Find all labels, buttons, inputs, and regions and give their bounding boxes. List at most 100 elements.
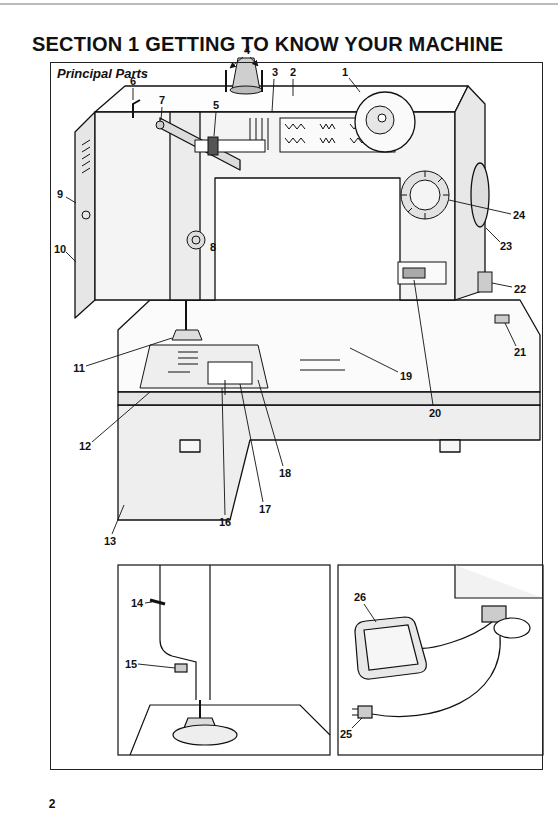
bobbin-winder-spindle	[156, 121, 164, 129]
callout-number: 5	[213, 100, 219, 111]
bed-lines	[300, 360, 345, 370]
leader-line	[364, 604, 376, 622]
leader-line	[486, 228, 500, 242]
callout-number: 9	[57, 189, 63, 200]
callout-number: 25	[340, 729, 352, 740]
callout-number: 4	[244, 45, 250, 56]
leader-line	[272, 79, 274, 112]
bed-top	[118, 300, 540, 392]
callout-number: 12	[79, 441, 91, 452]
foot-pedal	[364, 625, 418, 670]
socket-panel	[398, 262, 446, 284]
thread-cutter	[175, 664, 187, 672]
leader-lines	[66, 57, 516, 728]
power-switch	[478, 272, 492, 292]
stitch-width-slot	[195, 140, 265, 152]
callout-number: 16	[219, 517, 231, 528]
spool-base	[230, 86, 262, 94]
leader-line	[222, 388, 225, 515]
plug-prongs	[352, 709, 358, 715]
head-outline	[160, 565, 196, 700]
leader-line	[86, 338, 172, 366]
callout-number: 7	[159, 95, 165, 106]
inset-foot-control	[338, 565, 543, 755]
pattern-dial-center	[410, 180, 440, 210]
leader-line	[133, 88, 134, 100]
callout-number: 6	[130, 76, 136, 87]
machine-body	[75, 86, 540, 520]
plate-marks	[168, 372, 225, 395]
callout-number: 10	[54, 244, 66, 255]
callout-number: 19	[400, 371, 412, 382]
leader-line	[138, 664, 175, 668]
thread-guide	[133, 100, 140, 118]
needle-bar	[199, 700, 201, 718]
leader-line	[414, 280, 433, 405]
bed-lever	[495, 315, 509, 323]
callout-number: 1	[342, 67, 348, 78]
leader-line	[492, 283, 512, 287]
machine-foot	[440, 440, 460, 452]
leader-line	[214, 112, 216, 136]
leader-line	[352, 718, 362, 728]
bed-outline	[130, 705, 330, 755]
power-socket	[403, 268, 425, 278]
presser-foot-lever	[150, 600, 165, 604]
control-cord	[418, 622, 492, 648]
leader-line	[258, 380, 283, 466]
clutch-hole	[378, 114, 386, 122]
leader-line	[350, 348, 398, 372]
leader-line	[66, 197, 76, 203]
leader-line	[349, 78, 360, 92]
callout-number: 11	[73, 363, 85, 374]
callout-number: 3	[272, 67, 278, 78]
head-outline	[209, 565, 210, 700]
callout-number: 13	[104, 536, 116, 547]
inset-presser-lever	[118, 565, 330, 755]
needle-plate	[140, 345, 268, 388]
leader-line	[161, 107, 162, 120]
leader-line	[145, 602, 152, 603]
callout-number: 26	[354, 592, 366, 603]
needle-bar	[185, 300, 187, 330]
vent-slots	[82, 140, 90, 173]
callout-number: 14	[131, 598, 143, 609]
leader-line	[449, 200, 511, 214]
leader-line	[66, 252, 76, 262]
callout-number: 23	[500, 241, 512, 252]
leader-line	[92, 392, 150, 442]
stitch-width-lever	[208, 137, 218, 155]
callout-number: 24	[513, 210, 525, 221]
leader-line	[112, 505, 124, 534]
zoom-circle	[355, 92, 415, 152]
machine-corner	[455, 565, 543, 598]
callout-number: 22	[514, 284, 526, 295]
plug	[358, 706, 372, 718]
foot-control	[355, 617, 426, 679]
machine-foot	[180, 440, 200, 452]
head-side-panel	[75, 112, 95, 318]
frame-box: Principal Parts	[50, 62, 543, 770]
page-number: 2	[49, 798, 56, 810]
stitch-length-knob	[187, 231, 205, 249]
leader-line	[293, 79, 294, 96]
presser-foot	[172, 330, 202, 340]
frame-heading: Principal Parts	[51, 63, 542, 84]
handwheel	[471, 163, 489, 227]
handwheel-zoom	[355, 92, 415, 152]
callout-number: 20	[429, 408, 441, 419]
top-rule	[0, 3, 558, 5]
machine-base	[118, 405, 540, 520]
page-title: SECTION 1 GETTING TO KNOW YOUR MACHINE	[32, 33, 503, 56]
clutch-knob	[366, 106, 394, 134]
knob-center	[192, 236, 200, 244]
callout-number: 18	[279, 468, 291, 479]
screw	[82, 211, 90, 219]
callout-number: 21	[514, 347, 526, 358]
callout-number: 17	[259, 504, 271, 515]
inset-frame	[118, 565, 330, 755]
callout-number: 2	[290, 67, 296, 78]
